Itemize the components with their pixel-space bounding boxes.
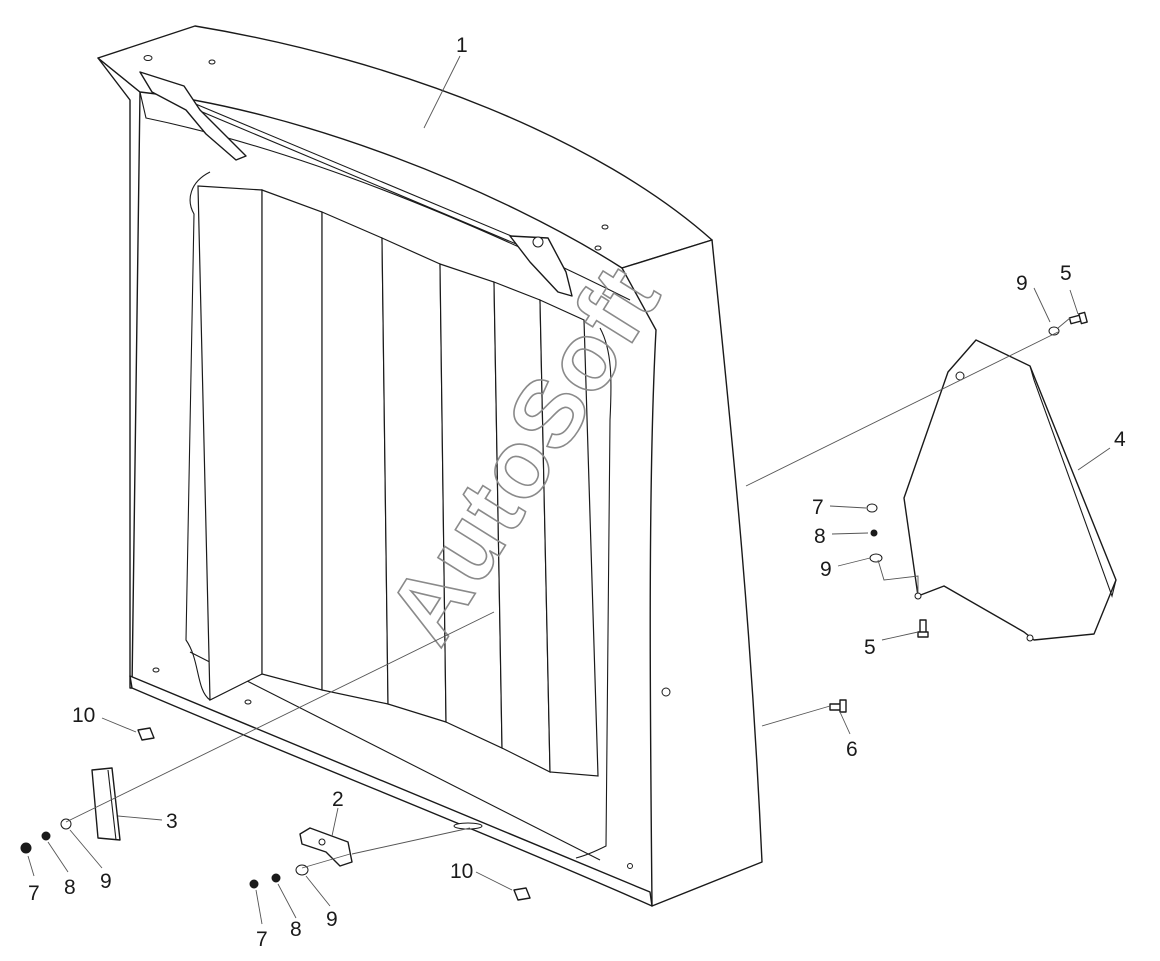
latch-plate bbox=[299, 827, 353, 867]
louver-slat bbox=[381, 237, 447, 723]
frame-bottom-rail bbox=[129, 675, 653, 907]
callout-6: 6 bbox=[846, 738, 858, 761]
callout-10-bottom: 10 bbox=[450, 860, 473, 883]
mount-hole bbox=[594, 245, 602, 251]
side-hole bbox=[627, 863, 633, 869]
callout-5-top: 5 bbox=[1060, 262, 1072, 285]
louver-slats bbox=[197, 185, 599, 777]
grille-frame bbox=[97, 25, 763, 907]
louver-slat bbox=[539, 299, 599, 777]
bolt-part-5-mid bbox=[917, 619, 929, 638]
callout-1: 1 bbox=[456, 34, 468, 57]
callout-5-mid: 5 bbox=[864, 636, 876, 659]
bolt-part-5-top bbox=[1068, 311, 1088, 325]
top-rod bbox=[185, 99, 541, 249]
callout-3: 3 bbox=[166, 810, 178, 833]
washer-part-9-left bbox=[60, 818, 72, 830]
frame-left-side bbox=[97, 57, 141, 689]
callout-8-left: 8 bbox=[64, 876, 76, 899]
leader-lines bbox=[27, 55, 1111, 925]
nut-part-7-bottom bbox=[249, 879, 259, 889]
lockwasher-part-8-left bbox=[41, 831, 51, 841]
callout-9-bottom: 9 bbox=[326, 908, 338, 931]
mount-hole bbox=[601, 224, 609, 230]
inner-shroud bbox=[185, 171, 612, 859]
louver-slat bbox=[197, 185, 263, 701]
mount-hole bbox=[143, 55, 153, 61]
side-hole bbox=[661, 687, 671, 697]
callout-7-left: 7 bbox=[28, 882, 40, 905]
callout-7-mid: 7 bbox=[812, 496, 824, 519]
callout-7-bottom: 7 bbox=[256, 928, 268, 951]
frame-top-panel bbox=[97, 25, 713, 269]
louver-slat bbox=[321, 211, 389, 705]
hinge-bracket-left bbox=[139, 71, 247, 161]
deflector-hole bbox=[1026, 634, 1034, 642]
clip-part-10-left bbox=[137, 727, 155, 741]
bracket-plate bbox=[91, 767, 121, 841]
callout-9-left: 9 bbox=[100, 870, 112, 893]
bracket-part-3 bbox=[91, 767, 121, 841]
washer-part-9-mid bbox=[869, 553, 883, 563]
deflector-plate bbox=[903, 339, 1117, 641]
callout-labels: 1 5 9 4 7 8 9 5 6 10 3 2 10 7 8 9 7 8 9 bbox=[28, 34, 1126, 951]
callout-2: 2 bbox=[332, 788, 344, 811]
nut-part-7-mid bbox=[866, 503, 878, 513]
callout-8-bottom: 8 bbox=[290, 918, 302, 941]
callout-8-mid: 8 bbox=[814, 525, 826, 548]
side-deflector bbox=[903, 339, 1117, 642]
lockwasher-part-8-bottom bbox=[271, 873, 281, 883]
callout-10-left: 10 bbox=[72, 704, 95, 727]
clip-part-10-bottom bbox=[513, 887, 531, 901]
mount-hole bbox=[208, 59, 216, 65]
nut-part-7-left bbox=[20, 842, 32, 854]
latch-part-2 bbox=[299, 827, 353, 867]
callout-9-mid: 9 bbox=[820, 558, 832, 581]
frame-right-side bbox=[621, 239, 763, 907]
hinge-bracket-right bbox=[509, 235, 573, 297]
louver-slat bbox=[261, 189, 323, 691]
callout-4: 4 bbox=[1114, 428, 1126, 451]
callout-9-top: 9 bbox=[1016, 272, 1028, 295]
bolt-part-6 bbox=[829, 699, 847, 713]
lockwasher-part-8-mid bbox=[870, 529, 878, 537]
